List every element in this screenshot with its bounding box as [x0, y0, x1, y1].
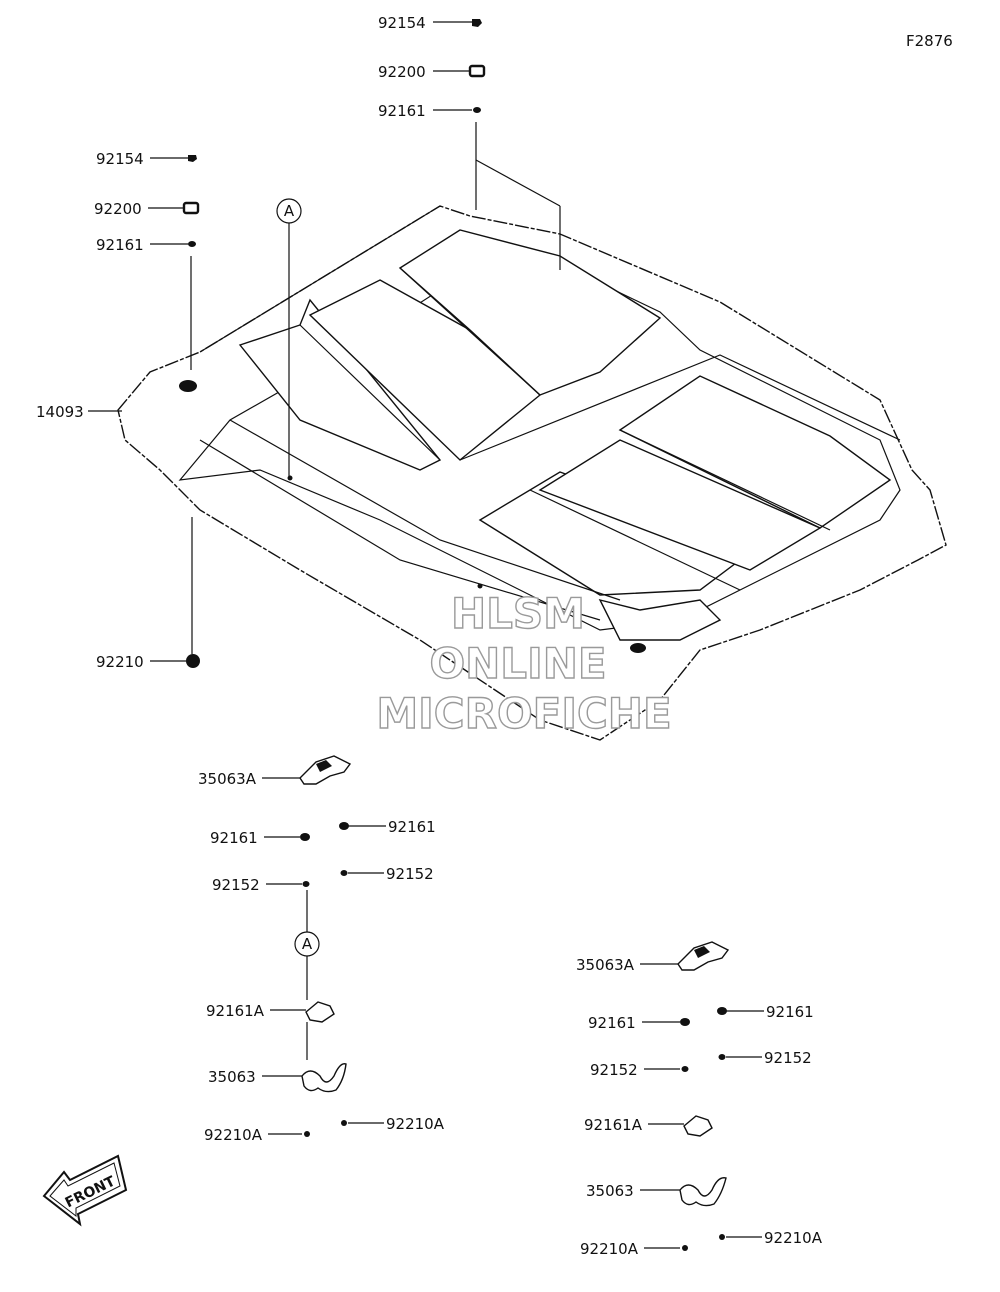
part-label-grommet: 92210: [96, 653, 144, 671]
svg-text:HLSM: HLSM: [451, 589, 585, 638]
washer-icon: [681, 1066, 689, 1072]
part-label: 92210A: [580, 1240, 639, 1258]
callout-a-label: A: [302, 935, 313, 953]
part-label-top-92161: 92161: [378, 102, 426, 120]
part-label: 35063A: [198, 770, 257, 788]
washer-icon: [340, 870, 348, 876]
nut-icon: [472, 19, 482, 27]
bolt-icon: [680, 1018, 690, 1026]
svg-text:ONLINE: ONLINE: [429, 639, 606, 688]
callout-a-roof: A: [276, 198, 302, 476]
grommet-icon: [186, 654, 200, 668]
grommet-callout: 92210: [96, 517, 200, 671]
part-label: 92161: [388, 818, 436, 836]
nut-icon: [341, 1120, 347, 1126]
front-arrow-icon: FRONT: [42, 1154, 128, 1227]
part-label-roof: 14093: [36, 403, 84, 421]
part-label: 92161A: [206, 1002, 265, 1020]
bolt-icon: [339, 822, 349, 830]
nut-icon: [719, 1234, 725, 1240]
part-label: 92210A: [204, 1126, 263, 1144]
figure-code: F2876: [906, 32, 953, 50]
part-label-left-92161: 92161: [96, 236, 144, 254]
clamp-icon: [301, 1063, 347, 1093]
nut-icon: [304, 1131, 310, 1137]
part-label: 35063: [586, 1182, 634, 1200]
bracket-icon: [299, 755, 352, 785]
clip-icon: [683, 1115, 713, 1137]
roof-callout: 14093: [36, 403, 122, 421]
washer-icon: [182, 201, 200, 215]
part-label: 35063A: [576, 956, 635, 974]
part-label-left-92154: 92154: [96, 150, 144, 168]
callout-a-label: A: [284, 202, 295, 220]
part-label: 92210A: [764, 1229, 823, 1247]
bolt-icon: [188, 241, 196, 247]
part-label: 92152: [764, 1049, 812, 1067]
svg-text:MICROFICHE: MICROFICHE: [376, 689, 671, 738]
mount-kit-right: 35063A 92161 92161 92152 92152 92161A 35…: [576, 941, 823, 1258]
clamp-icon: [679, 1177, 727, 1207]
bolt-icon: [300, 833, 310, 841]
nut-icon: [682, 1245, 688, 1251]
part-label: 92161A: [584, 1116, 643, 1134]
mount-kit-left: 35063A 92161 92161 92152 92152 A 92161A …: [198, 755, 445, 1144]
nut-icon: [188, 155, 197, 162]
part-label: 92152: [212, 876, 260, 894]
part-label: 92161: [210, 829, 258, 847]
top-fastener-stack: 92154 92200 92161: [378, 14, 561, 270]
bolt-icon: [473, 107, 481, 113]
washer-icon: [718, 1054, 726, 1060]
part-label: 92152: [590, 1061, 638, 1079]
part-label: 35063: [208, 1068, 256, 1086]
left-fastener-stack: 92154 92200 92161: [94, 150, 200, 370]
washer-icon: [468, 64, 486, 78]
part-label-top-92200: 92200: [378, 63, 426, 81]
bracket-icon: [677, 941, 730, 971]
part-label: 92161: [588, 1014, 636, 1032]
washer-icon: [302, 881, 310, 887]
clip-icon: [305, 1001, 335, 1023]
roof-panel: [117, 205, 947, 741]
bolt-icon: [717, 1007, 727, 1015]
part-label: 92161: [766, 1003, 814, 1021]
part-label: 92152: [386, 865, 434, 883]
part-label: 92210A: [386, 1115, 445, 1133]
watermark: HLSM ONLINE MICROFICHE: [376, 588, 673, 738]
part-label-top-92154: 92154: [378, 14, 426, 32]
part-label-left-92200: 92200: [94, 200, 142, 218]
